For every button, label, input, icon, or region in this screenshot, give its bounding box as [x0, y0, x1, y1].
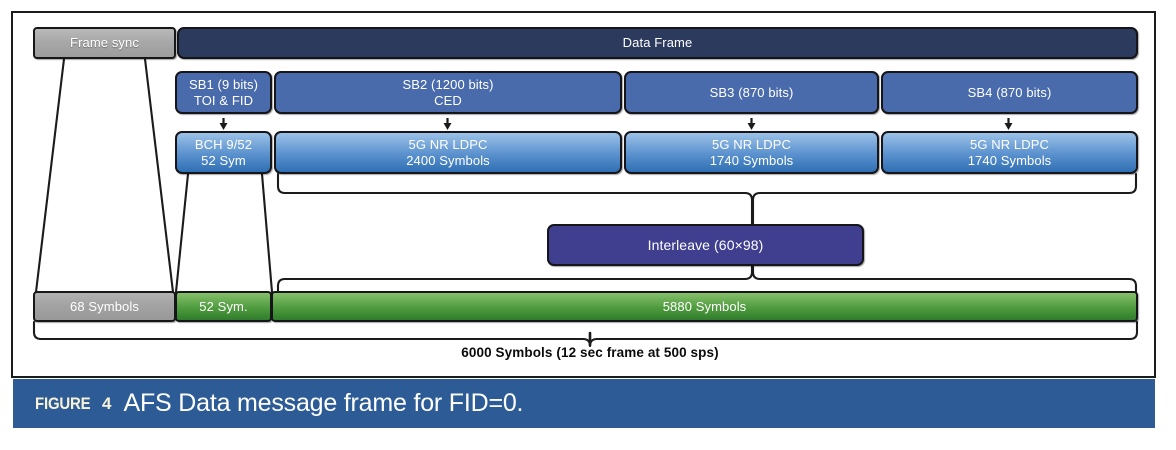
subblock-sb2-sublabel: CED [434, 92, 462, 108]
frame-sync-block[interactable]: Frame sync [33, 27, 176, 59]
encoder-bch-label: BCH 9/52 [194, 137, 253, 153]
encoder-ldpc-sb4-label: 5G NR LDPC [969, 137, 1050, 153]
output-frame-sync-symbols[interactable]: 68 Symbols [33, 291, 176, 322]
subblock-sb1-sublabel: TOI & FID [193, 92, 254, 108]
output-frame-sync-symbols-label: 68 Symbols [70, 298, 139, 314]
encoder-ldpc-sb3-label: 5G NR LDPC [711, 137, 792, 153]
encoder-ldpc-sb2-label: 5G NR LDPC [408, 137, 488, 153]
figure-caption-text: AFS Data message frame for FID=0. [123, 389, 524, 417]
subblock-sb1-label: SB1 (9 bits) [188, 77, 259, 93]
encoder-bch[interactable]: BCH 9/52 52 Sym [175, 131, 272, 174]
frame-sync-label: Frame sync [70, 35, 139, 51]
data-frame-block[interactable]: Data Frame [177, 27, 1138, 59]
encoder-ldpc-sb3-sublabel: 1740 Symbols [709, 152, 794, 168]
encoder-ldpc-sb4-sublabel: 1740 Symbols [967, 152, 1052, 168]
output-data-symbols-label: 5880 Symbols [662, 298, 747, 314]
figure-caption-bar: FIGURE 4 AFS Data message frame for FID=… [13, 379, 1155, 428]
subblock-sb2-label: SB2 (1200 bits) [402, 77, 494, 93]
data-frame-label: Data Frame [622, 35, 693, 51]
interleave-block[interactable]: Interleave (60×98) [547, 224, 864, 266]
subblock-sb1[interactable]: SB1 (9 bits) TOI & FID [175, 71, 272, 114]
subblock-sb4[interactable]: SB4 (870 bits) [881, 71, 1138, 114]
figure-kicker: FIGURE [35, 393, 91, 413]
encoder-ldpc-sb3[interactable]: 5G NR LDPC 1740 Symbols [624, 131, 879, 174]
encoder-bch-sublabel: 52 Sym [201, 152, 246, 168]
figure-artwork-frame [11, 11, 1156, 378]
subblock-sb3-label: SB3 (870 bits) [709, 84, 794, 100]
subblock-sb4-label: SB4 (870 bits) [967, 84, 1052, 100]
output-bch-symbols-label: 52 Sym. [199, 298, 248, 314]
encoder-ldpc-sb2-sublabel: 2400 Symbols [406, 152, 490, 168]
figure-number: 4 [102, 393, 112, 413]
output-data-symbols[interactable]: 5880 Symbols [271, 291, 1138, 322]
total-symbols-label: 6000 Symbols (12 sec frame at 500 sps) [461, 345, 719, 360]
subblock-sb3[interactable]: SB3 (870 bits) [624, 71, 879, 114]
output-bch-symbols[interactable]: 52 Sym. [175, 291, 272, 322]
subblock-sb2[interactable]: SB2 (1200 bits) CED [274, 71, 622, 114]
encoder-ldpc-sb2[interactable]: 5G NR LDPC 2400 Symbols [274, 131, 622, 174]
encoder-ldpc-sb4[interactable]: 5G NR LDPC 1740 Symbols [881, 131, 1138, 174]
interleave-label: Interleave (60×98) [647, 236, 764, 253]
